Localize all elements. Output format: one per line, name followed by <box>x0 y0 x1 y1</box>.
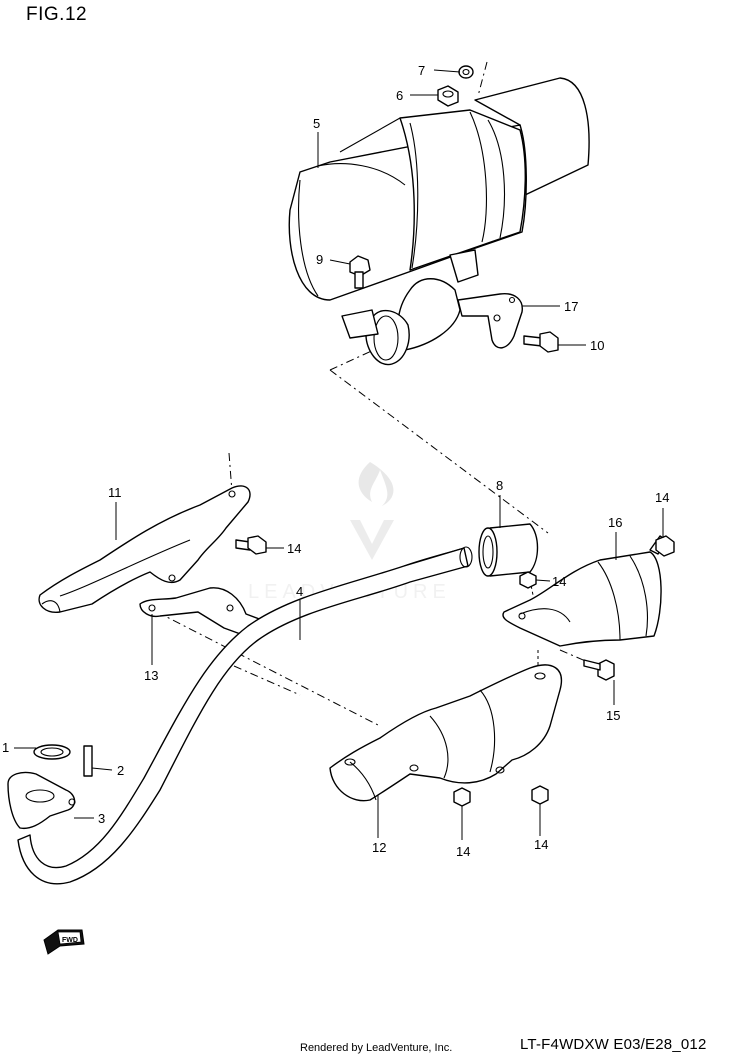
callout-5: 5 <box>313 116 320 131</box>
callout-4: 4 <box>296 584 303 599</box>
callout-2: 2 <box>117 763 124 778</box>
washer-7[interactable] <box>458 65 474 79</box>
bolt-10[interactable] <box>523 331 559 353</box>
callout-16: 16 <box>608 515 622 530</box>
heat-shield-12[interactable] <box>329 664 563 802</box>
fwd-arrow-icon: FWD <box>43 929 85 955</box>
muffler[interactable] <box>288 77 590 366</box>
bolt-9[interactable] <box>349 255 371 289</box>
bolt-15[interactable] <box>583 659 615 681</box>
callout-14-e: 14 <box>534 837 548 852</box>
callout-7: 7 <box>418 63 425 78</box>
bolt-14-a[interactable] <box>235 535 267 555</box>
callout-1: 1 <box>2 740 9 755</box>
callout-12: 12 <box>372 840 386 855</box>
callout-3: 3 <box>98 811 105 826</box>
gasket-1[interactable] <box>33 744 71 760</box>
exhaust-pipe-4[interactable] <box>17 546 473 885</box>
figure-title: FIG.12 <box>26 4 88 25</box>
callout-14-c: 14 <box>552 574 566 589</box>
callout-11: 11 <box>108 485 122 500</box>
stud-2[interactable] <box>83 745 93 777</box>
gasket-8[interactable] <box>478 523 539 577</box>
leader-lines <box>14 69 664 840</box>
bolt-14-d[interactable] <box>453 787 471 807</box>
bolt-14-c[interactable] <box>519 571 537 589</box>
callout-14-a: 14 <box>287 541 301 556</box>
nut-6[interactable] <box>437 85 459 107</box>
callout-14-b: 14 <box>655 490 669 505</box>
bolt-14-e[interactable] <box>531 785 549 805</box>
watermark-logo: LEADVENTURE <box>248 462 446 603</box>
callout-17: 17 <box>564 299 578 314</box>
callout-15: 15 <box>606 708 620 723</box>
footer-model-code: LT-F4WDXW E03/E28_012 <box>520 1036 707 1053</box>
heat-guard-16[interactable] <box>502 551 662 647</box>
bolt-14-b[interactable] <box>649 535 675 557</box>
callout-13: 13 <box>144 668 158 683</box>
callout-8: 8 <box>496 478 503 493</box>
callout-10: 10 <box>590 338 604 353</box>
callout-6: 6 <box>396 88 403 103</box>
callout-9: 9 <box>316 252 323 267</box>
fwd-label: FWD <box>62 937 78 944</box>
heat-shield-11[interactable] <box>38 485 251 613</box>
callout-14-d: 14 <box>456 844 470 859</box>
footer-rendered-by: Rendered by LeadVenture, Inc. <box>300 1042 453 1054</box>
flange-3[interactable] <box>7 771 76 830</box>
bracket-17[interactable] <box>457 293 523 349</box>
callout-labels: 7 6 5 9 17 10 8 11 14 14 16 14 4 13 15 1… <box>2 63 669 859</box>
